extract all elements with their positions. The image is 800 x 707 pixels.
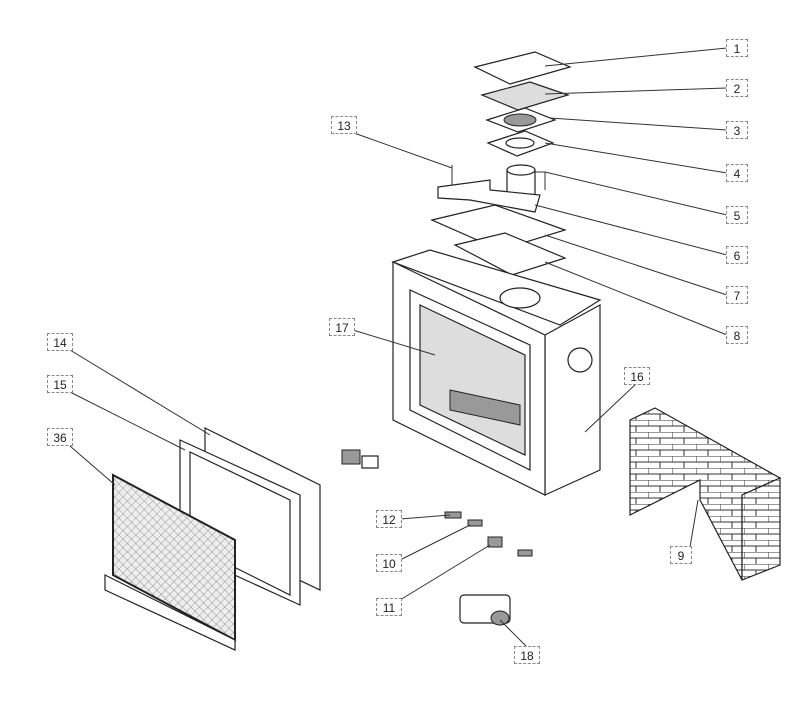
callout-1: 1 xyxy=(726,39,748,57)
part-2-plate xyxy=(480,81,570,111)
callout-7: 7 xyxy=(726,286,748,304)
part-9-brick-liner xyxy=(629,407,782,581)
callout-16: 16 xyxy=(624,367,650,385)
callout-11: 11 xyxy=(376,598,402,616)
callout-17: 17 xyxy=(329,318,355,336)
callout-9: 9 xyxy=(670,546,692,564)
callout-5: 5 xyxy=(726,206,748,224)
part-17-firebox xyxy=(391,249,602,496)
control-box xyxy=(341,449,379,469)
callout-3: 3 xyxy=(726,121,748,139)
callout-36: 36 xyxy=(47,428,73,446)
part-11-receptacle xyxy=(487,536,533,557)
part-1-top-plate xyxy=(473,51,572,85)
leader-lines xyxy=(69,47,728,648)
part-3-collar xyxy=(485,107,557,133)
callout-13: 13 xyxy=(331,116,357,134)
part-6-plate xyxy=(437,179,541,213)
part-4-gasket xyxy=(486,130,555,157)
callout-14: 14 xyxy=(47,333,73,351)
part-18-blower xyxy=(459,594,511,626)
callout-4: 4 xyxy=(726,164,748,182)
part-36-screen xyxy=(104,473,236,651)
callout-6: 6 xyxy=(726,246,748,264)
callout-10: 10 xyxy=(376,554,402,572)
callout-18: 18 xyxy=(514,646,540,664)
part-10-switch xyxy=(467,519,483,527)
callout-8: 8 xyxy=(726,326,748,344)
part-8-plate xyxy=(453,232,567,276)
callout-2: 2 xyxy=(726,79,748,97)
callout-12: 12 xyxy=(376,510,402,528)
callout-15: 15 xyxy=(47,375,73,393)
